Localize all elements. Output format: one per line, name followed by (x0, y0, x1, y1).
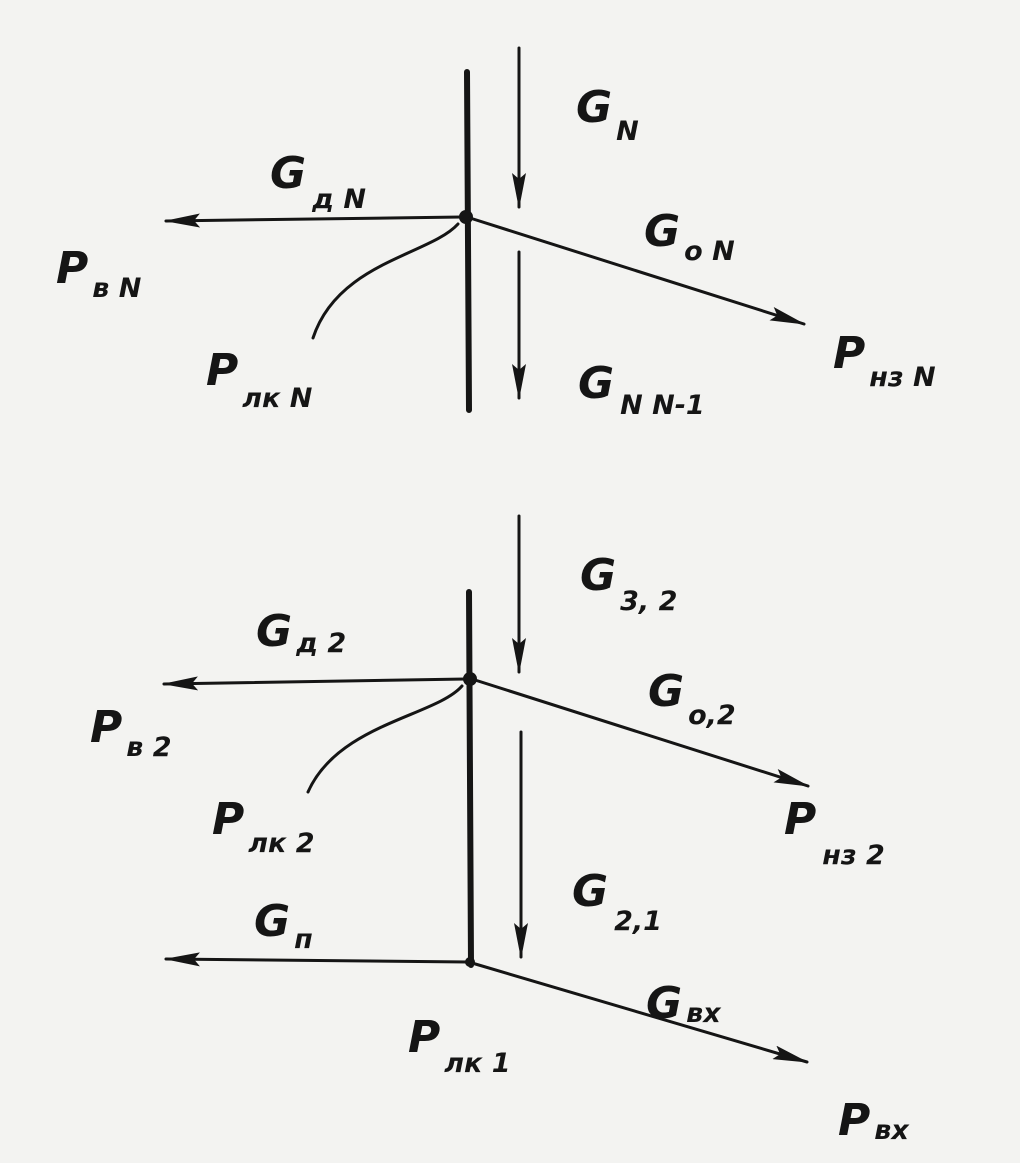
label-g-2-1: G2,1 (572, 866, 662, 937)
label-g-3-2: G3, 2 (580, 550, 677, 617)
pressure-curve-2 (306, 684, 464, 794)
label-p-lk-n: Pлк N (206, 345, 313, 414)
junction-node-n (459, 210, 473, 224)
arrow-g-vx (470, 961, 809, 1064)
arrow-g-o-2 (473, 678, 810, 788)
column-line-lower (466, 589, 474, 968)
arrow-g-p (164, 952, 470, 967)
arrow-g-o-n (468, 216, 806, 326)
junction-node-2 (463, 672, 477, 686)
pressure-curve-n (311, 222, 460, 340)
arrow-g-d-n (164, 213, 464, 228)
arrow-g-d-2 (162, 676, 468, 691)
column-line-upper (464, 69, 472, 413)
label-g-d-n: Gд N (270, 148, 366, 215)
label-p-lk-1: Pлк 1 (408, 1012, 511, 1079)
label-p-nz-2: Pнз 2 (784, 794, 885, 871)
